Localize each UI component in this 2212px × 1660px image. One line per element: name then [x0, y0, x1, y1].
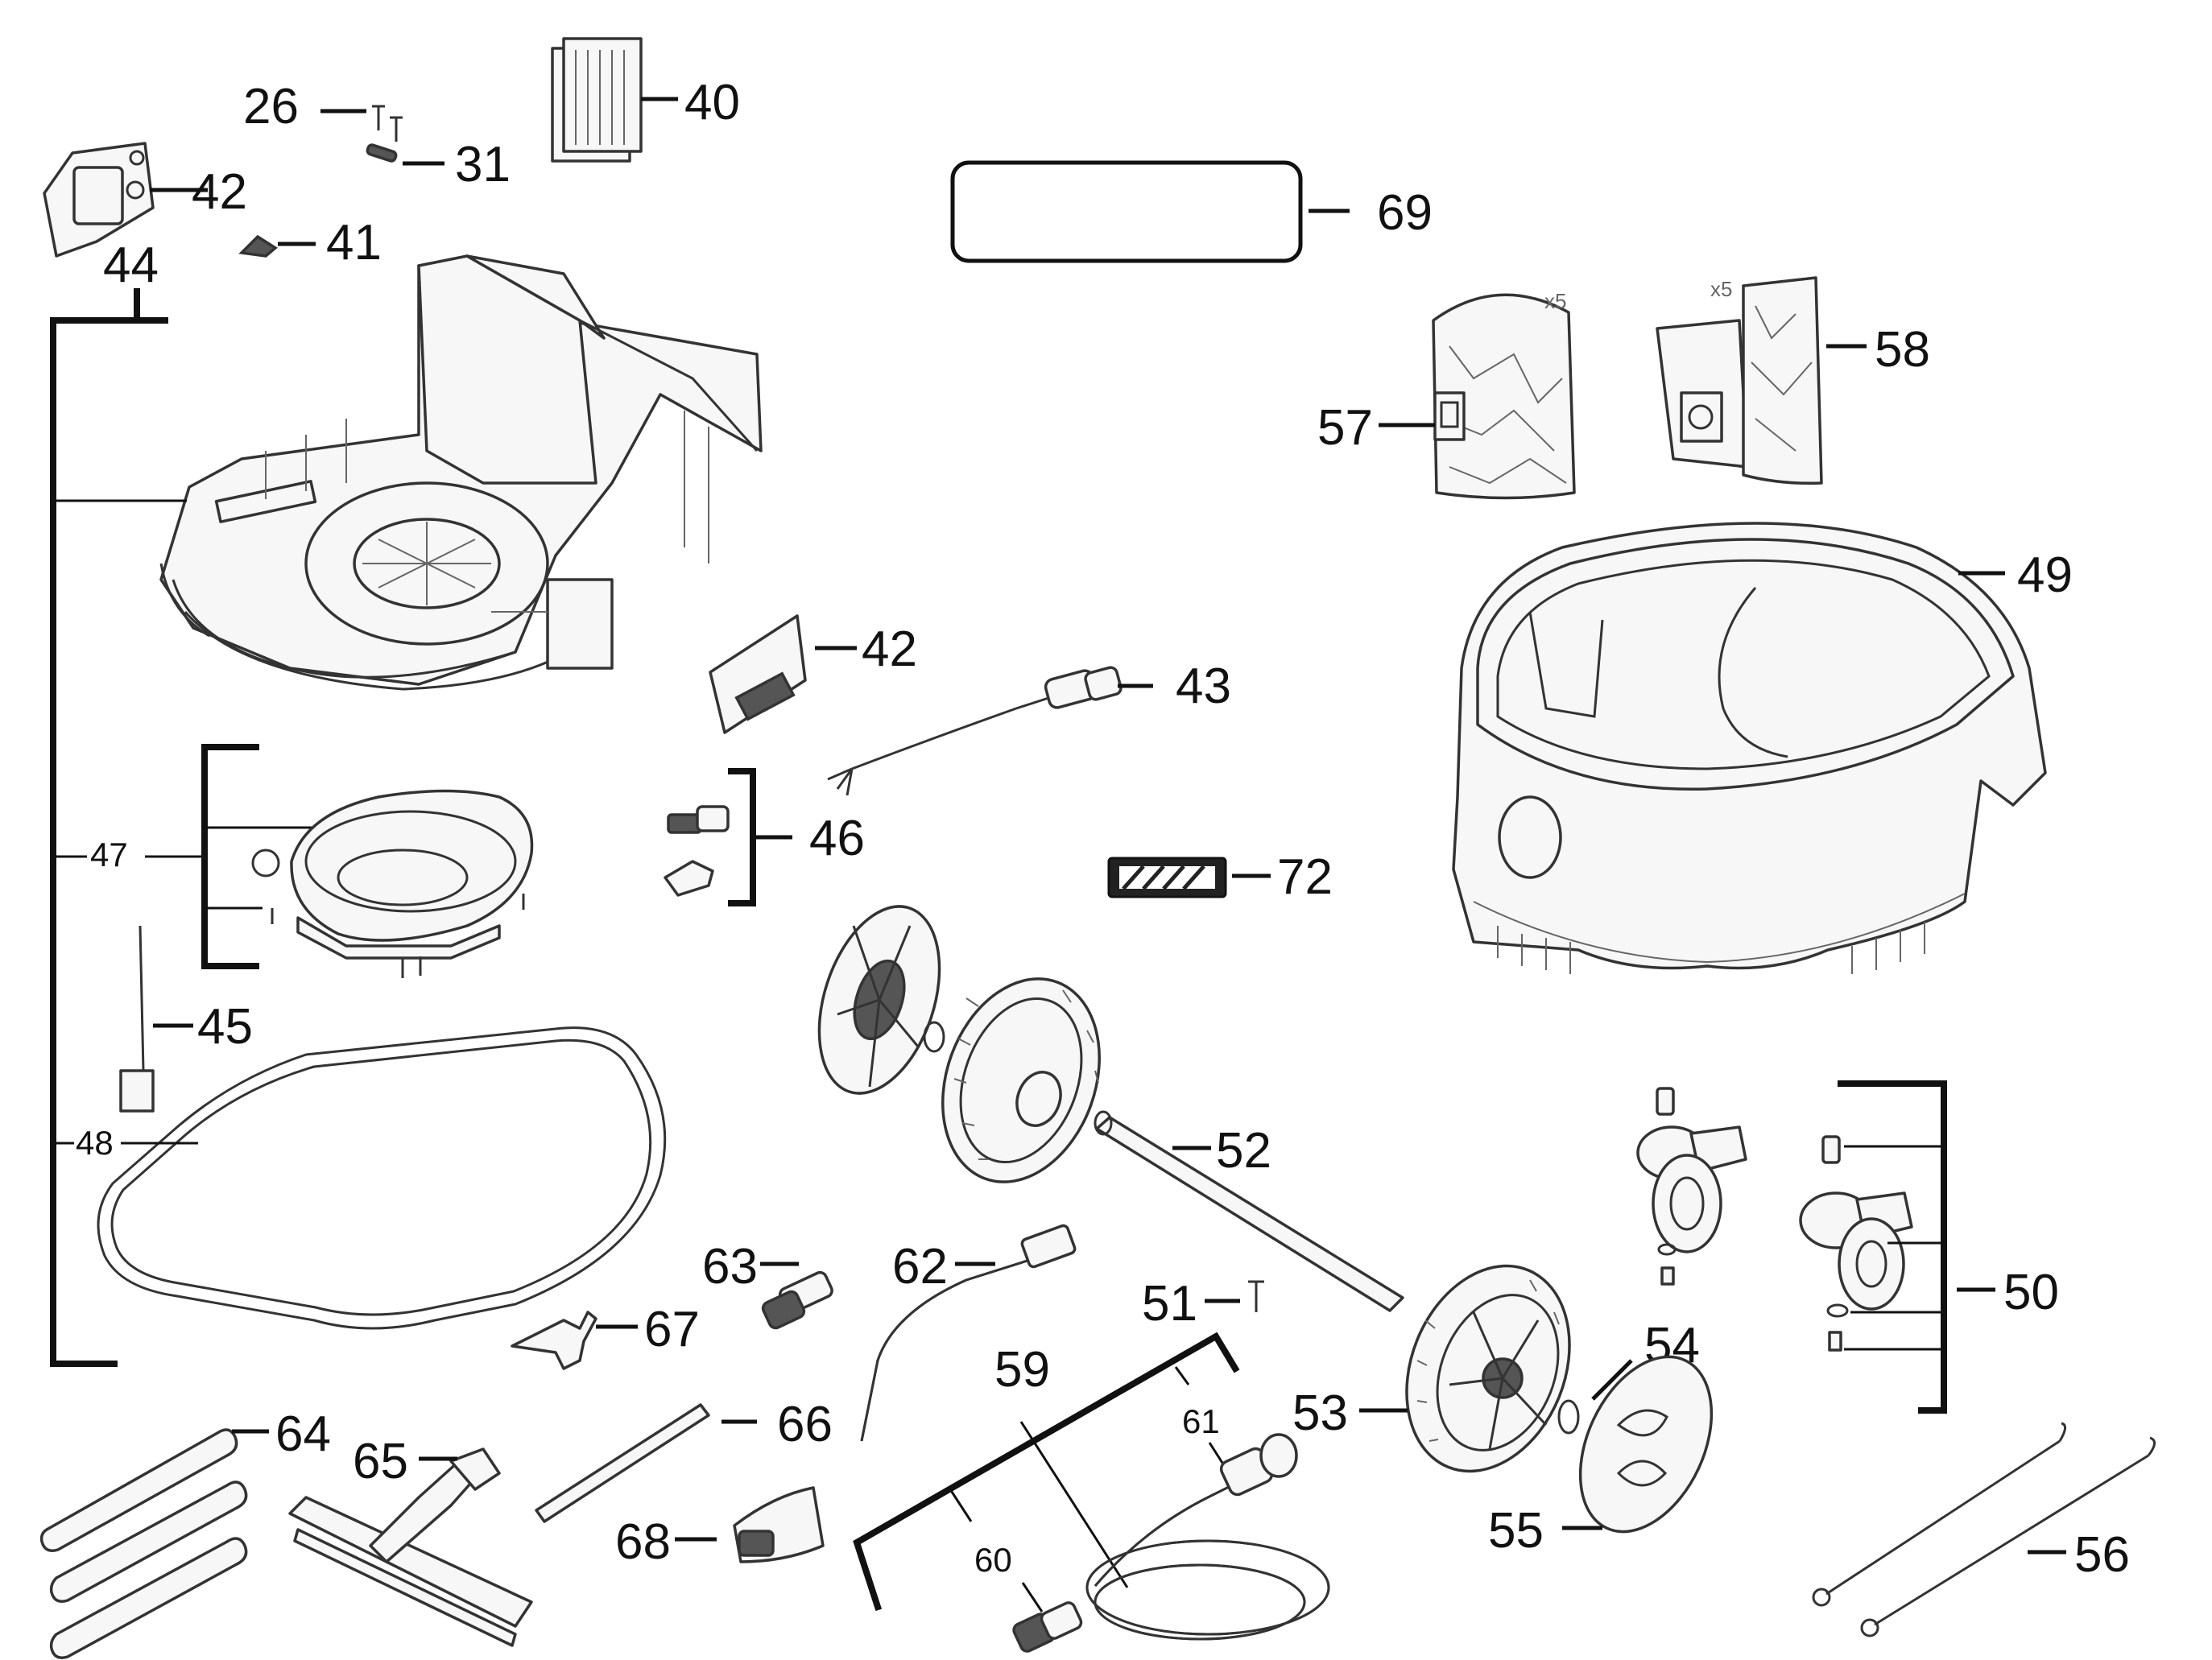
part-42-switch-top [43, 142, 208, 258]
callout-45: 45 [197, 999, 253, 1055]
bag-58-quantity: x5 [1710, 277, 1732, 301]
part-48-gasket [97, 1026, 667, 1330]
part-49-container [1452, 522, 2047, 974]
part-50-castor-1 [1636, 1087, 1747, 1286]
callout-68: 68 [615, 1514, 671, 1570]
callout-64: 64 [275, 1406, 331, 1462]
part-55-hub-cap-right [1562, 1355, 1714, 1534]
callout-41: 41 [326, 215, 382, 270]
part-66-tube [535, 1403, 757, 1523]
callout-44: 44 [103, 237, 159, 293]
callout-55: 55 [1488, 1503, 1544, 1559]
part-62-bent-tube [860, 1224, 1077, 1442]
callout-58: 58 [1875, 322, 1930, 378]
part-53-wheel-right [1359, 1264, 1571, 1473]
callout-60: 60 [974, 1541, 1012, 1579]
part-64-extension-tubes [39, 1428, 269, 1659]
part-52-axle [1094, 1110, 1404, 1312]
callout-47: 47 [90, 836, 128, 873]
part-54-circlip [1557, 1359, 1633, 1435]
part-61-hose-cuff [1219, 1433, 1298, 1497]
callout-31: 31 [455, 137, 511, 192]
callout-26: 26 [243, 79, 299, 134]
callout-66: 66 [777, 1397, 833, 1452]
part-59-hose [1085, 1480, 1330, 1641]
part-56-cables [1812, 1422, 2156, 1637]
part-58-filter-bag [1656, 276, 1867, 485]
callout-48: 48 [76, 1124, 114, 1162]
part-60-hose-connector [1012, 1601, 1083, 1653]
part-63-adapter [760, 1262, 833, 1330]
callout-43: 43 [1176, 659, 1231, 714]
callout-49: 49 [2017, 547, 2073, 603]
callout-69: 69 [1377, 185, 1433, 241]
part-hub-cap-left [817, 905, 945, 1095]
part-44-motor-head [159, 254, 763, 691]
part-46-switch [664, 768, 792, 906]
part-31-clip [366, 143, 444, 166]
callout-56: 56 [2074, 1527, 2130, 1583]
part-42-switch-cover [709, 614, 857, 734]
part-26-screws [320, 105, 403, 142]
part-41 [238, 234, 316, 258]
callout-62: 62 [892, 1239, 948, 1295]
part-68-brush [675, 1486, 825, 1563]
callout-59: 59 [994, 1342, 1050, 1398]
part-72-label [1107, 857, 1271, 898]
callout-46: 46 [809, 811, 865, 866]
part-65-floor-nozzle [288, 1447, 533, 1647]
callout-57: 57 [1317, 400, 1373, 456]
part-47-float-cage [251, 789, 534, 978]
callout-42a: 42 [192, 164, 247, 220]
part-wheel-left [941, 977, 1101, 1183]
callout-51: 51 [1142, 1276, 1197, 1332]
part-40-filter [551, 37, 678, 163]
part-43-cable [827, 666, 1153, 796]
part-45-probe [119, 925, 193, 1113]
callout-50: 50 [2003, 1265, 2059, 1320]
callout-72: 72 [1277, 849, 1333, 905]
part-69-label [950, 160, 1350, 263]
callout-61: 61 [1182, 1402, 1220, 1440]
callout-67: 67 [644, 1302, 700, 1357]
callout-65: 65 [353, 1434, 408, 1489]
part-57-filter-bag [1379, 293, 1576, 500]
callout-40: 40 [684, 75, 740, 130]
callout-42b: 42 [862, 621, 917, 677]
callout-53: 53 [1292, 1385, 1348, 1441]
callout-52: 52 [1216, 1123, 1271, 1179]
part-50-castor-2 [1799, 1135, 1913, 1352]
part-67-nozzle [511, 1311, 638, 1370]
part-51-screw [1205, 1280, 1264, 1312]
callout-63: 63 [702, 1239, 758, 1295]
bag-57-quantity: x5 [1544, 289, 1566, 313]
